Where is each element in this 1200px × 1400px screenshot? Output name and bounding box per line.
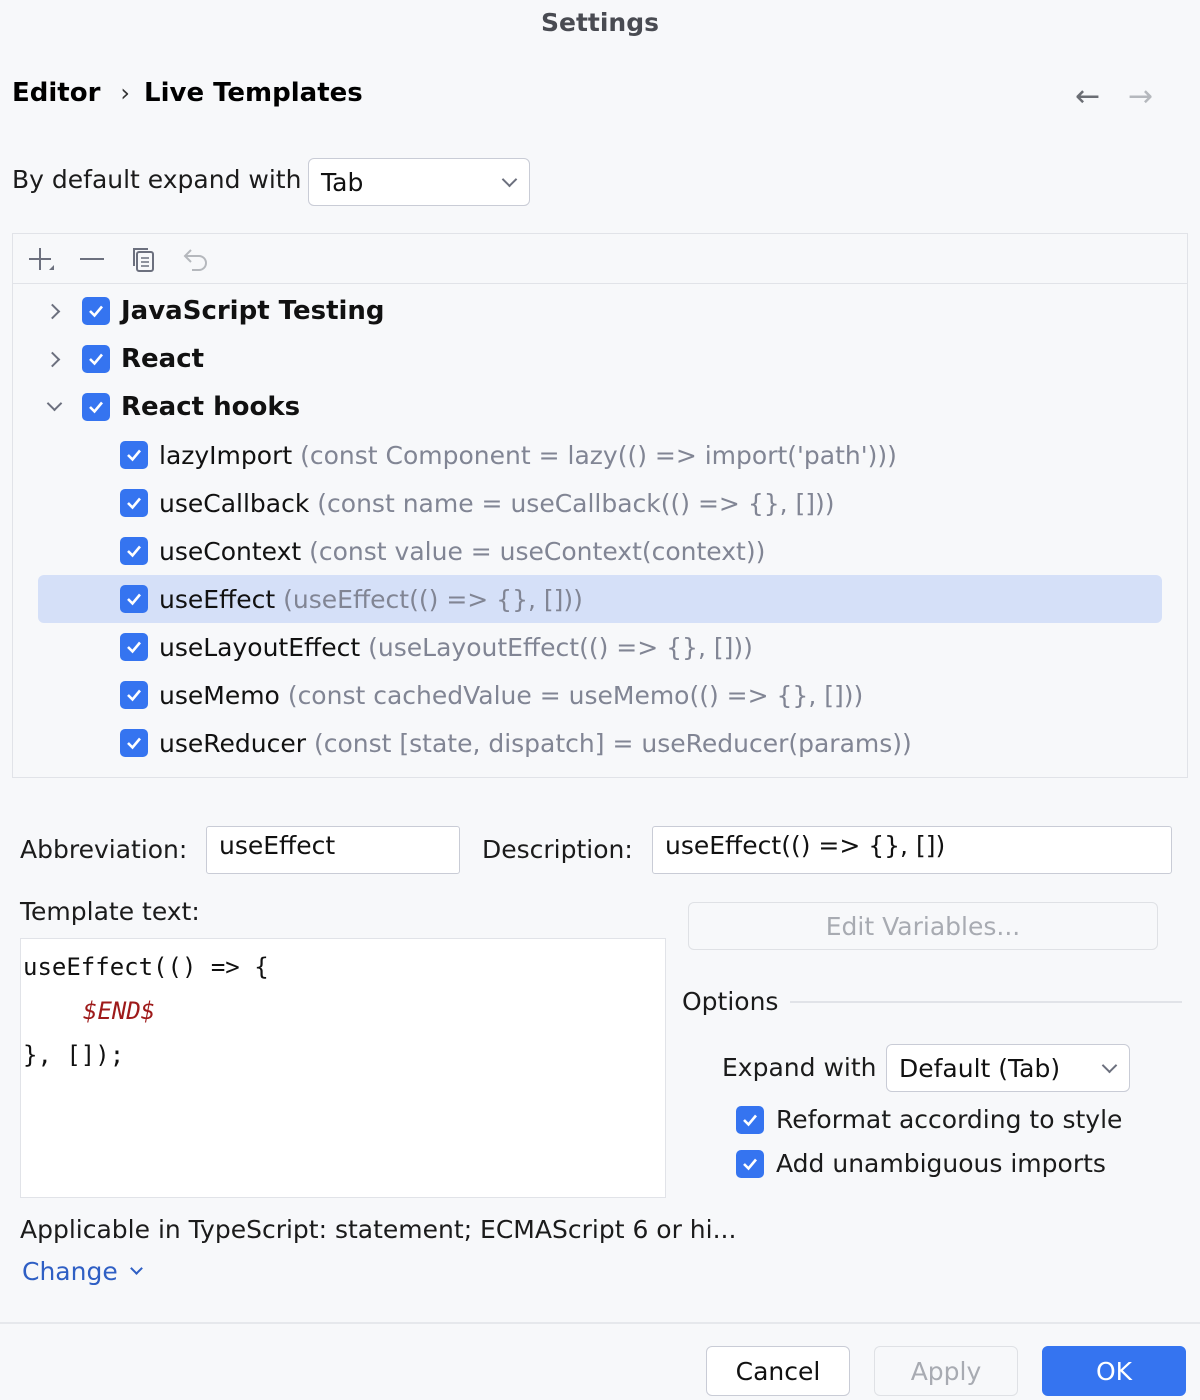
chevron-down-icon (1101, 1057, 1118, 1073)
back-arrow-icon[interactable]: ← (1075, 79, 1101, 114)
reformat-label: Reformat according to style (776, 1105, 1123, 1134)
template-abbreviation: useContext (159, 536, 302, 566)
template-abbreviation: useMemo (159, 680, 280, 710)
default-expand-label: By default expand with (12, 165, 302, 194)
description-input[interactable]: useEffect(() => {}, []) (652, 826, 1172, 874)
template-row[interactable]: lazyImport (const Component = lazy(() =>… (13, 431, 1187, 479)
chevron-down-icon (501, 171, 518, 187)
template-description: (const [state, dispatch] = useReducer(pa… (313, 728, 912, 758)
template-checkbox[interactable] (120, 441, 148, 469)
template-abbreviation: useEffect (159, 584, 276, 614)
edit-variables-button[interactable]: Edit Variables... (688, 902, 1158, 950)
default-expand-value: Tab (321, 167, 364, 197)
template-abbreviation: useReducer (159, 728, 306, 758)
template-abbreviation: useLayoutEffect (159, 632, 361, 662)
change-link-label: Change (22, 1257, 118, 1286)
templates-tree-panel: JavaScript Testing React React hooks laz… (12, 233, 1188, 778)
chevron-right-icon[interactable] (44, 351, 61, 367)
abbreviation-input[interactable]: useEffect (206, 826, 460, 874)
template-end-variable: $END$ (83, 997, 156, 1025)
template-description: (const Component = lazy(() => import('pa… (300, 440, 897, 470)
template-description: (useEffect(() => {}, [])) (283, 584, 583, 614)
remove-icon[interactable] (77, 244, 107, 274)
template-description: (const name = useCallback(() => {}, [])) (317, 488, 835, 518)
group-checkbox[interactable] (82, 393, 110, 421)
template-checkbox[interactable] (120, 729, 148, 757)
template-checkbox[interactable] (120, 633, 148, 661)
chevron-down-icon[interactable] (46, 395, 63, 412)
template-checkbox[interactable] (120, 681, 148, 709)
group-label: React hooks (121, 392, 301, 422)
template-row[interactable]: useContext (const value = useContext(con… (13, 527, 1187, 575)
applicable-context-text: Applicable in TypeScript: statement; ECM… (20, 1215, 737, 1244)
expand-with-value: Default (Tab) (899, 1053, 1061, 1083)
template-description: (const cachedValue = useMemo(() => {}, [… (287, 680, 864, 710)
expand-with-select[interactable]: Default (Tab) (886, 1044, 1130, 1092)
imports-label: Add unambiguous imports (776, 1149, 1106, 1178)
breadcrumb: Editor › Live Templates (12, 78, 363, 108)
template-description: (const value = useContext(context)) (309, 536, 766, 566)
template-row[interactable]: useMemo (const cachedValue = useMemo(() … (13, 671, 1187, 719)
group-label: JavaScript Testing (121, 296, 385, 326)
template-text-editor[interactable]: useEffect(() => { $END$ }, []); (20, 938, 666, 1198)
template-description: (useLayoutEffect(() => {}, [])) (368, 632, 753, 662)
apply-button[interactable]: Apply (874, 1346, 1018, 1396)
template-abbreviation: useCallback (159, 488, 310, 518)
template-checkbox[interactable] (120, 585, 148, 613)
options-divider (790, 1001, 1182, 1003)
template-text-label: Template text: (20, 897, 200, 926)
template-line: useEffect(() => { (23, 953, 269, 981)
template-row[interactable]: useReducer (const [state, dispatch] = us… (13, 719, 1187, 767)
template-checkbox[interactable] (120, 537, 148, 565)
change-link[interactable]: Change (22, 1257, 143, 1286)
chevron-down-icon (129, 1262, 143, 1275)
group-checkbox[interactable] (82, 297, 110, 325)
tree-toolbar (13, 234, 1187, 284)
forward-arrow-icon[interactable]: → (1128, 79, 1154, 114)
copy-icon[interactable] (129, 244, 159, 274)
revert-icon[interactable] (181, 244, 211, 274)
template-line: }, []); (23, 1041, 125, 1069)
breadcrumb-separator: › (120, 79, 131, 107)
footer-divider (0, 1322, 1200, 1324)
cancel-button[interactable]: Cancel (706, 1346, 850, 1396)
tree-group-row[interactable]: React hooks (13, 383, 1187, 431)
group-checkbox[interactable] (82, 345, 110, 373)
description-label: Description: (482, 835, 633, 864)
template-checkbox[interactable] (120, 489, 148, 517)
template-row-selected[interactable]: useEffect (useEffect(() => {}, [])) (38, 575, 1162, 623)
tree-group-row[interactable]: React (13, 335, 1187, 383)
options-title: Options (682, 987, 779, 1016)
reformat-checkbox[interactable] (736, 1106, 764, 1134)
chevron-right-icon[interactable] (44, 303, 61, 319)
window-title: Settings (540, 8, 659, 37)
template-abbreviation: lazyImport (159, 440, 293, 470)
breadcrumb-current: Live Templates (144, 78, 363, 108)
imports-checkbox[interactable] (736, 1150, 764, 1178)
default-expand-select[interactable]: Tab (308, 158, 530, 206)
abbreviation-label: Abbreviation: (20, 835, 188, 864)
template-row[interactable]: useCallback (const name = useCallback(()… (13, 479, 1187, 527)
breadcrumb-parent[interactable]: Editor (12, 78, 101, 108)
ok-button[interactable]: OK (1042, 1346, 1186, 1396)
group-label: React (121, 344, 205, 374)
tree-group-row[interactable]: JavaScript Testing (13, 287, 1187, 335)
template-row[interactable]: useLayoutEffect (useLayoutEffect(() => {… (13, 623, 1187, 671)
add-icon[interactable] (25, 244, 55, 274)
expand-with-label: Expand with (722, 1053, 877, 1082)
